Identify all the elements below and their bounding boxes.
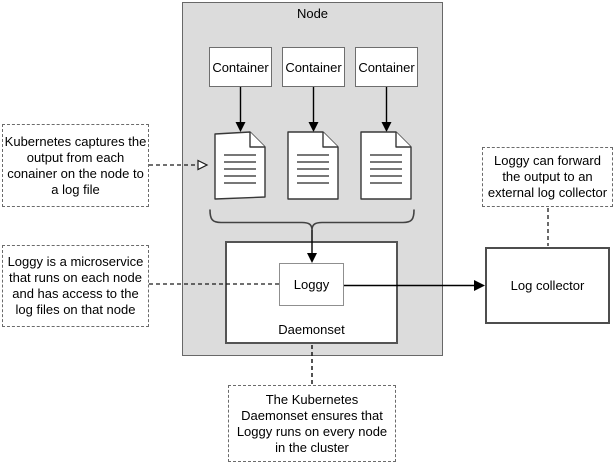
annotation-capture: Kubernetes captures the output from each… (2, 124, 149, 207)
daemonset-label: Daemonset (278, 322, 345, 337)
annotation-forward: Loggy can forward the output to an exter… (482, 147, 613, 207)
container-box-3: Container (355, 47, 418, 87)
node-label: Node (296, 6, 329, 21)
annotation-daemonset-note-text: The Kubernetes Daemonset ensures that Lo… (236, 391, 388, 455)
loggy-box: Loggy (279, 263, 344, 306)
annotation-daemonset-note: The Kubernetes Daemonset ensures that Lo… (228, 385, 396, 462)
container-box-2: Container (282, 47, 345, 87)
container-label: Container (358, 59, 415, 75)
annotation-loggy-service: Loggy is a microservice that runs on eac… (2, 245, 149, 327)
log-collector-box: Log collector (485, 247, 610, 324)
annotation-capture-text: Kubernetes captures the output from each… (4, 133, 147, 197)
daemonset-box: Daemonset (225, 241, 398, 344)
container-box-1: Container (209, 47, 272, 87)
container-label: Container (285, 59, 342, 75)
loggy-label: Loggy (293, 277, 330, 292)
container-label: Container (212, 59, 269, 75)
annotation-forward-text: Loggy can forward the output to an exter… (487, 153, 608, 200)
log-collector-label: Log collector (510, 278, 585, 293)
annotation-loggy-service-text: Loggy is a microservice that runs on eac… (7, 254, 144, 317)
